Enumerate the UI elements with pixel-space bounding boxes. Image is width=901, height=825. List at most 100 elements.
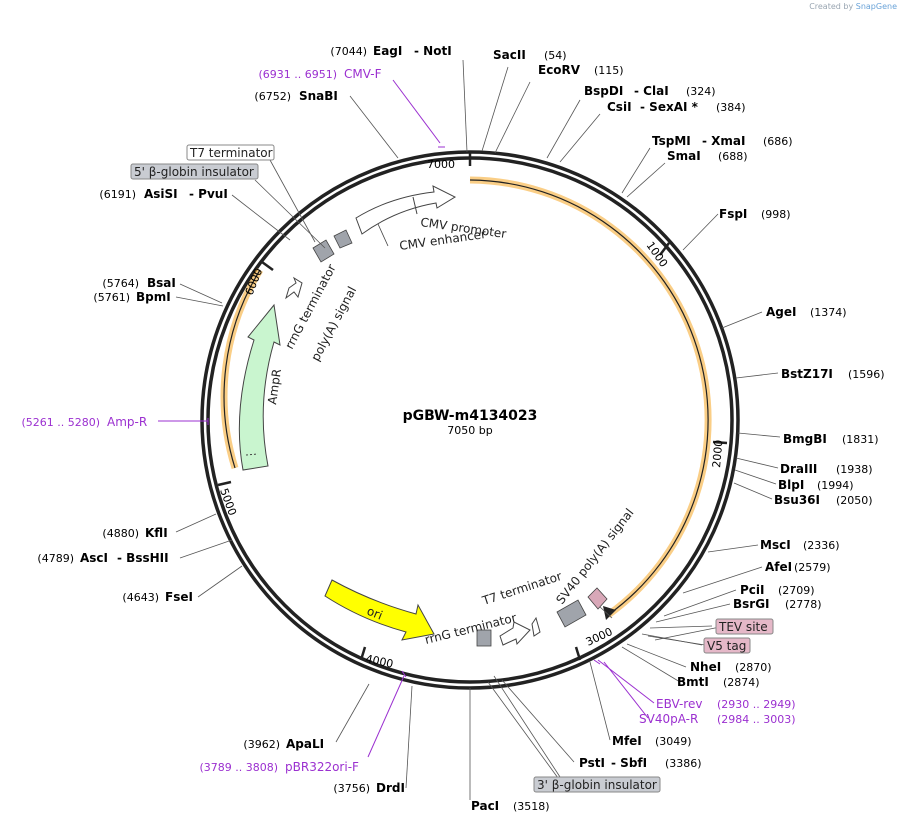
site-drdi-pos: (3756) bbox=[333, 782, 370, 795]
orange-segment-right-arrowhead bbox=[603, 606, 616, 620]
site-bsu36i: Bsu36I (2050) bbox=[774, 493, 873, 507]
primer-ebvrev-name: EBV-rev bbox=[656, 697, 702, 711]
site-sacii-pos: (54) bbox=[544, 49, 567, 62]
ampr-arrow bbox=[238, 303, 281, 471]
boxed-t7-top: T7 terminator bbox=[186, 144, 275, 161]
site-agei-name: AgeI bbox=[766, 305, 796, 319]
site-psti-name: PstI bbox=[579, 756, 605, 770]
plasmid-name: pGBW-m4134023 bbox=[403, 408, 538, 424]
primer-sv40par-pos: (2984 .. 3003) bbox=[717, 713, 796, 726]
site-bsrgi-pos: (2778) bbox=[785, 598, 822, 611]
site-bmti-pos: (2874) bbox=[723, 676, 760, 689]
site-blpi: BlpI (1994) bbox=[778, 478, 854, 492]
snapgene-brand: SnapGene bbox=[855, 2, 897, 11]
site-bsai: (5764) BsaI bbox=[102, 276, 175, 290]
site-draiii: DraIII (1938) bbox=[780, 462, 873, 476]
beta-globin-insulator-top-feature bbox=[333, 229, 353, 249]
site-bspdi-name2: ClaI bbox=[643, 84, 668, 98]
site-paci-pos: (3518) bbox=[513, 800, 550, 813]
site-bsai-pos: (5764) bbox=[102, 277, 139, 290]
ampr-label: AmpR bbox=[265, 368, 284, 405]
site-sacii-name: SacII bbox=[493, 48, 526, 62]
site-snabi: (6752) SnaBI bbox=[254, 89, 337, 103]
boxed-beta-top: 5' β-globin insulator bbox=[130, 163, 259, 180]
rrng-terminator-top-feature bbox=[312, 239, 335, 263]
site-asci-name2: BssHII bbox=[126, 551, 168, 565]
site-csii-name2: SexAI * bbox=[649, 100, 698, 114]
primer-cmvf-name: CMV-F bbox=[344, 67, 382, 81]
primer-cmvf: (6931 .. 6951) CMV-F bbox=[258, 67, 381, 81]
site-psti-name2: SbfI bbox=[620, 756, 647, 770]
site-bstz17i-name: BstZ17I bbox=[781, 367, 833, 381]
site-bsrgi-name: BsrGI bbox=[733, 597, 770, 611]
boxed-v5-text: V5 tag bbox=[707, 639, 746, 653]
t7-terminator-bottom-arrow bbox=[499, 621, 531, 646]
site-csii-pos: (384) bbox=[716, 101, 746, 114]
boxed-beta-bottom-text: 3' β-globin insulator bbox=[537, 778, 657, 792]
primer-ampr-name: Amp-R bbox=[107, 415, 147, 429]
tick-marks bbox=[217, 152, 728, 661]
site-drdi: (3756) DrdI bbox=[333, 781, 405, 795]
cmv-promoter-arrow bbox=[355, 185, 457, 235]
site-drdi-name: DrdI bbox=[376, 781, 405, 795]
site-asci-pos: (4789) bbox=[37, 552, 74, 565]
ori-arrow bbox=[324, 579, 435, 641]
boxed-tev-text: TEV site bbox=[718, 620, 768, 634]
site-bmgbi-name: BmgBI bbox=[783, 432, 827, 446]
site-ecorv: EcoRV (115) bbox=[538, 63, 624, 77]
site-bstz17i: BstZ17I (1596) bbox=[781, 367, 885, 381]
site-smai-name: SmaI bbox=[667, 149, 701, 163]
site-bmti: BmtI (2874) bbox=[677, 675, 760, 689]
site-asisi-pos: (6191) bbox=[99, 188, 136, 201]
svg-text:- SbfI: - SbfI bbox=[611, 756, 647, 770]
site-eagi-name: EagI bbox=[373, 44, 402, 58]
site-nhei-pos: (2870) bbox=[735, 661, 772, 674]
primer-sv40par-name: SV40pA-R bbox=[639, 712, 698, 726]
svg-text:- SexAI *: - SexAI * bbox=[640, 100, 699, 114]
site-eagi: (7044) EagI - NotI bbox=[330, 44, 451, 58]
primer-ampr: (5261 .. 5280) Amp-R bbox=[21, 415, 147, 429]
site-kfli: (4880) KflI bbox=[102, 526, 167, 540]
site-ecorv-name: EcoRV bbox=[538, 63, 581, 77]
site-bspdi: BspDI - ClaI (324) bbox=[584, 84, 716, 98]
site-blpi-name: BlpI bbox=[778, 478, 804, 492]
site-fsei-name: FseI bbox=[165, 590, 193, 604]
site-kfli-pos: (4880) bbox=[102, 527, 139, 540]
site-smai-pos: (688) bbox=[718, 150, 748, 163]
site-apali: (3962) ApaLI bbox=[243, 737, 324, 751]
site-snabi-pos: (6752) bbox=[254, 90, 291, 103]
v5-tev-feature bbox=[587, 587, 608, 610]
site-afei: AfeI (2579) bbox=[765, 560, 831, 574]
site-bsai-name: BsaI bbox=[147, 276, 176, 290]
site-pcii: PciI (2709) bbox=[740, 583, 815, 597]
site-fspi-pos: (998) bbox=[761, 208, 791, 221]
site-bpmi-name: BpmI bbox=[136, 290, 171, 304]
svg-text:- PvuI: - PvuI bbox=[189, 187, 228, 201]
site-eagi-name2: NotI bbox=[423, 44, 452, 58]
site-tspmi: TspMI - XmaI (686) bbox=[652, 134, 793, 148]
site-apali-pos: (3962) bbox=[243, 738, 280, 751]
site-bmti-name: BmtI bbox=[677, 675, 709, 689]
primer-pbr322-name: pBR322ori-F bbox=[285, 760, 359, 774]
credit-prefix: Created by bbox=[809, 2, 854, 11]
rrng-terminator-bottom-feature bbox=[476, 629, 492, 647]
small-bottom-arrow bbox=[531, 616, 541, 637]
site-paci-name: PacI bbox=[471, 799, 499, 813]
svg-text:- BssHII: - BssHII bbox=[117, 551, 169, 565]
site-afei-pos: (2579) bbox=[794, 561, 831, 574]
svg-text:- XmaI: - XmaI bbox=[702, 134, 746, 148]
site-bpmi: (5761) BpmI bbox=[93, 290, 170, 304]
boxed-label-leaders bbox=[254, 159, 721, 781]
cmv-divider bbox=[412, 196, 418, 215]
site-asisi: (6191) AsiSI - PvuI bbox=[99, 187, 227, 201]
polya-signal-arrow bbox=[285, 276, 303, 300]
primer-ebvrev: EBV-rev (2930 .. 2949) bbox=[656, 697, 796, 711]
site-snabi-name: SnaBI bbox=[299, 89, 338, 103]
site-bmgbi: BmgBI (1831) bbox=[783, 432, 879, 446]
site-sacii: SacII (54) bbox=[493, 48, 567, 62]
primer-cmvf-pos: (6931 .. 6951) bbox=[258, 68, 337, 81]
ori-label: ori bbox=[365, 604, 385, 623]
site-mfei-name: MfeI bbox=[612, 734, 642, 748]
boxed-beta-bottom: 3' β-globin insulator bbox=[533, 776, 661, 793]
